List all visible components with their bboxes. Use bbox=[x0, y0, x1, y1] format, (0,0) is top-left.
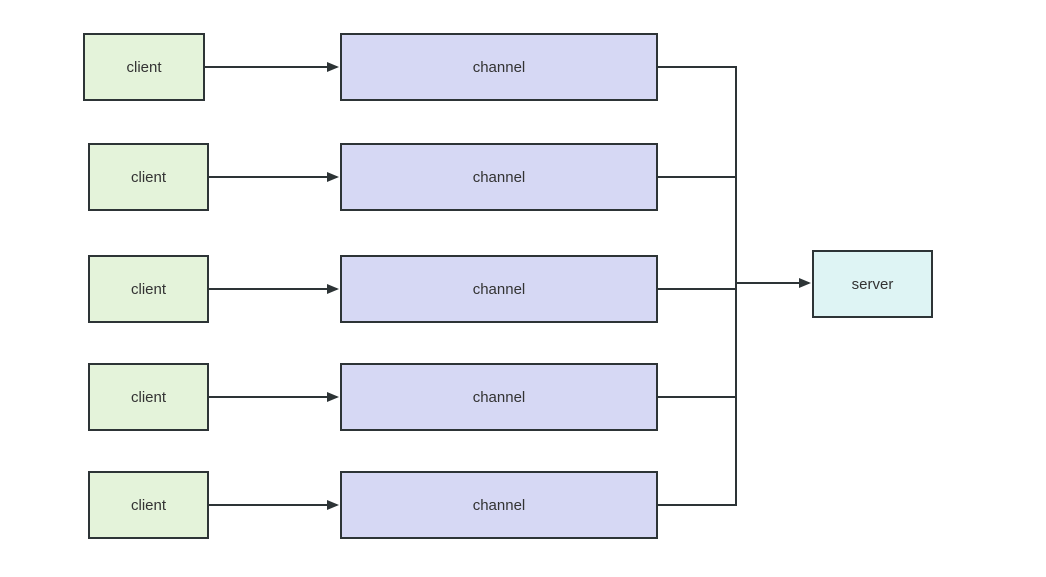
client-label: client bbox=[130, 496, 167, 514]
client-node-4[interactable]: client bbox=[88, 363, 209, 431]
channel-label: channel bbox=[472, 58, 526, 76]
client-label: client bbox=[126, 58, 162, 76]
client-label: client bbox=[130, 388, 167, 406]
server-label: server bbox=[851, 275, 894, 293]
channel-label: channel bbox=[472, 168, 526, 186]
client-node-3[interactable]: client bbox=[88, 255, 209, 323]
client-node-2[interactable]: client bbox=[88, 143, 209, 211]
client-label: client bbox=[130, 168, 167, 186]
server-node[interactable]: server bbox=[812, 250, 933, 318]
client-node-1[interactable]: client bbox=[83, 33, 205, 101]
client-node-5[interactable]: client bbox=[88, 471, 209, 539]
channel-node-5[interactable]: channel bbox=[340, 471, 658, 539]
channel-node-4[interactable]: channel bbox=[340, 363, 658, 431]
channel-node-1[interactable]: channel bbox=[340, 33, 658, 101]
client-label: client bbox=[130, 280, 167, 298]
channel-label: channel bbox=[472, 388, 526, 406]
channel-label: channel bbox=[472, 496, 526, 514]
channel-label: channel bbox=[472, 280, 526, 298]
channel-node-3[interactable]: channel bbox=[340, 255, 658, 323]
channel-node-2[interactable]: channel bbox=[340, 143, 658, 211]
